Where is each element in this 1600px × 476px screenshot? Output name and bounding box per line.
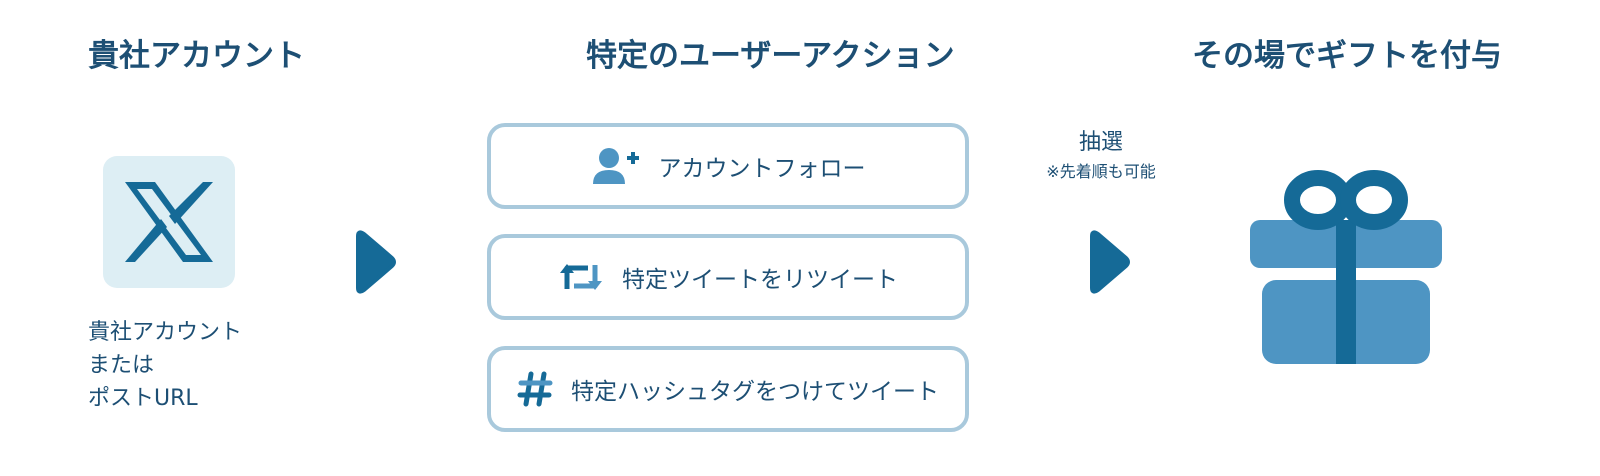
heading-actions: 特定のユーザーアクション xyxy=(586,38,955,74)
arrow-right-icon xyxy=(1086,230,1132,298)
account-line: 貴社アカウント xyxy=(88,320,243,345)
x-logo-icon xyxy=(103,156,235,288)
action-retweet: 特定ツイートをリツイート xyxy=(487,234,969,320)
account-line: ポストURL xyxy=(88,386,198,411)
action-label: 特定ツイートをリツイート xyxy=(622,267,898,293)
account-line: または xyxy=(88,353,155,378)
lottery-subnote: ※先着順も可能 xyxy=(1046,162,1156,181)
action-follow: アカウントフォロー xyxy=(487,123,969,209)
lottery-note: 抽選 ※先着順も可能 xyxy=(1030,126,1172,184)
retweet-icon xyxy=(558,259,604,295)
heading-account: 貴社アカウント xyxy=(88,38,305,74)
action-label: アカウントフォロー xyxy=(658,156,866,182)
action-label: 特定ハッシュタグをつけてツイート xyxy=(571,379,939,405)
gift-icon xyxy=(1246,164,1446,372)
action-hashtag: 特定ハッシュタグをつけてツイート xyxy=(487,346,969,432)
heading-gift: その場でギフトを付与 xyxy=(1192,38,1502,74)
account-description: 貴社アカウント または ポストURL xyxy=(88,316,242,415)
user-plus-icon xyxy=(591,146,641,186)
arrow-right-icon xyxy=(352,230,398,298)
lottery-label: 抽選 xyxy=(1078,130,1123,155)
hashtag-icon xyxy=(517,371,553,407)
